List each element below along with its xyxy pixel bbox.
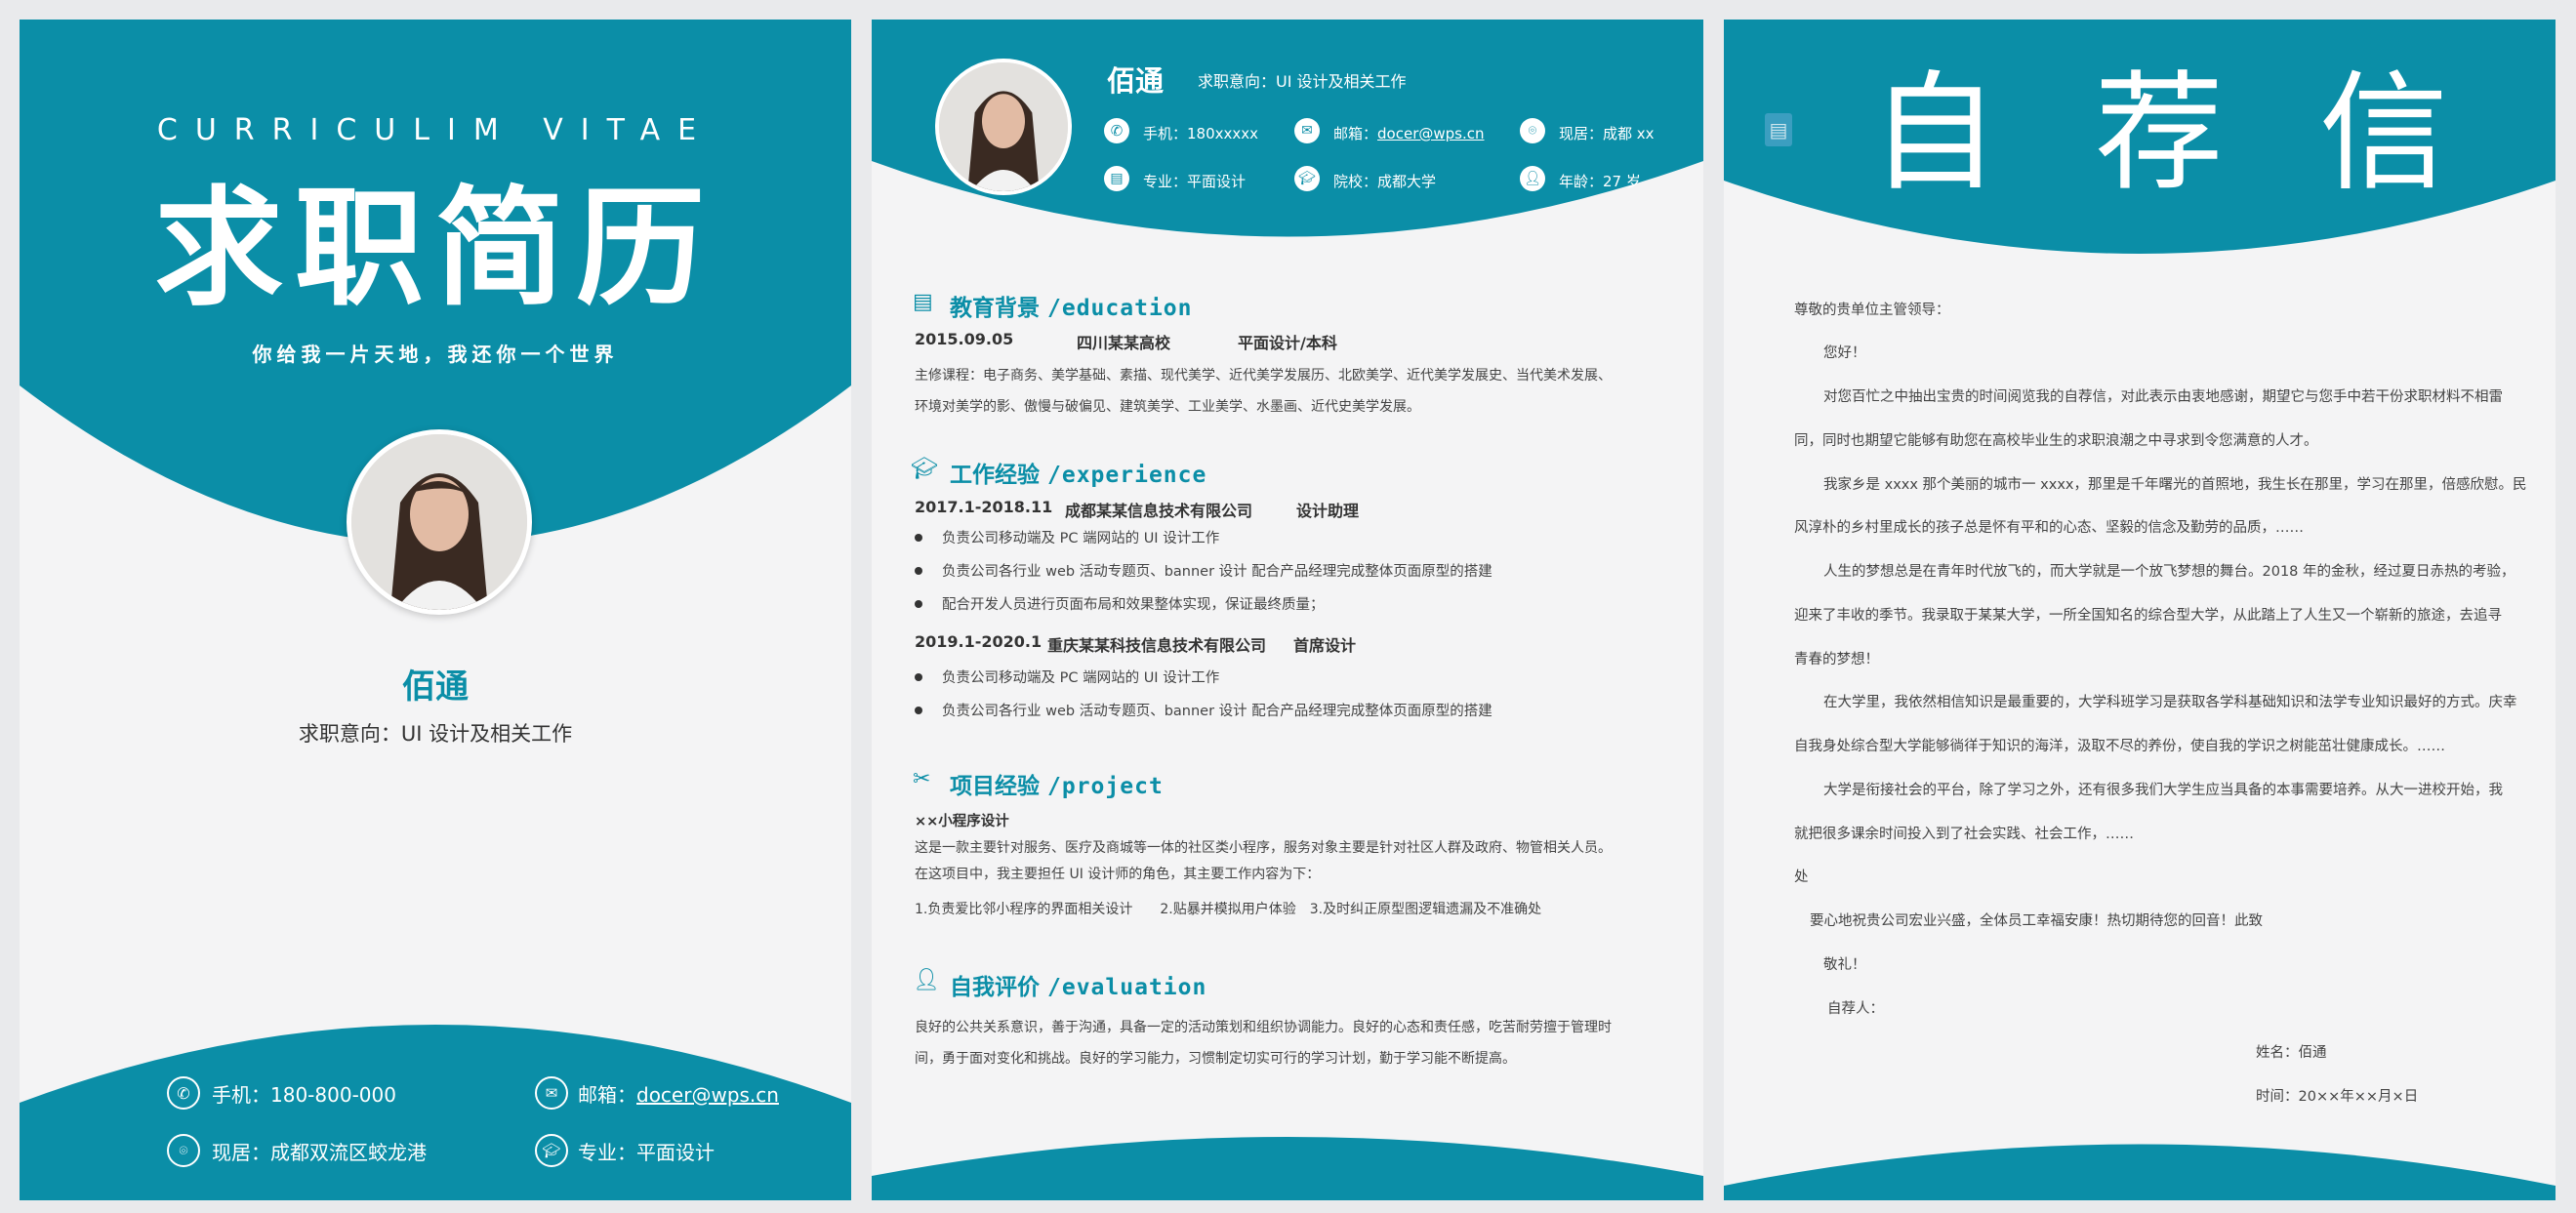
education-courses-2: 环境对美学的影、傲慢与破偏见、建筑美学、工业美学、水墨画、近代史美学发展。 (915, 399, 1420, 415)
resume-age: 年龄：27 岁 (1559, 173, 1641, 190)
letter-line: 在大学里，我依然相信知识是最重要的，大学科班学习是获取各学科基础知识和法学专业知… (1823, 695, 2517, 710)
tools-icon: ✂ (913, 767, 931, 791)
cover-slogan: 你给我一片天地，我还你一个世界 (252, 343, 619, 366)
location-icon: ⌾ (1520, 118, 1545, 143)
letter-background (1724, 20, 2556, 1200)
letter-greeting: 尊敬的贵单位主管领导： (1794, 303, 1950, 318)
job-2-company: 重庆某某科技信息技术有限公司 (1047, 636, 1267, 655)
list-item: 负责公司移动端及 PC 端网站的 UI 设计工作 (914, 667, 1219, 687)
graduation-icon: 🎓︎ (1294, 166, 1320, 191)
letter-line: 对您百忙之中抽出宝贵的时间阅览我的自荐信，对此表示由衷地感谢，期望它与您手中若干… (1823, 389, 2503, 405)
experience-title-cn: 工作经验 (950, 463, 1040, 488)
job-2-date: 2019.1-2020.1 (915, 632, 1043, 651)
document-icon: ▤ (1765, 113, 1792, 146)
letter-line: 青春的梦想！ (1794, 652, 1879, 667)
resume-email: 邮箱：docer@wps.cn (1333, 123, 1484, 143)
resume-school: 院校：成都大学 (1333, 173, 1437, 190)
email-icon: ✉ (1294, 118, 1320, 143)
letter-line: 自荐人： (1827, 1001, 1884, 1017)
avatar (347, 429, 532, 615)
cover-email-label: 邮箱： (578, 1083, 636, 1107)
letter-line: 同，同时也期望它能够有助您在高校毕业生的求职浪潮之中寻求到令您满意的人才。 (1794, 433, 2318, 449)
project-tasks: 1.负责爱比邻小程序的界面相关设计 2.贴暴并模拟用户体验 3.及时纠正原型图逻… (915, 902, 1542, 917)
graduation-icon: 🎓︎ (535, 1134, 568, 1167)
phone-icon: ✆ (1104, 118, 1129, 143)
evaluation-title-en: /evaluation (1047, 975, 1207, 1000)
education-date: 2015.09.05 (915, 330, 1014, 348)
cover-intention: 求职意向：UI 设计及相关工作 (298, 722, 573, 746)
cover-email: 邮箱：docer@wps.cn (578, 1079, 779, 1108)
evaluation-title-cn: 自我评价 (950, 975, 1040, 1000)
letter-signature-date: 时间：20××年××月×日 (2256, 1089, 2419, 1105)
education-title-en: /education (1047, 296, 1193, 321)
letter-line: 风淳朴的乡村里成长的孩子总是怀有平和的心态、坚毅的信念及勤劳的品质，…… (1794, 520, 2304, 536)
book-icon: ▤ (1104, 166, 1129, 191)
job-1-company: 成都某某信息技术有限公司 (1065, 502, 1253, 520)
project-desc-2: 在这项目中，我主要担任 UI 设计师的角色，其主要工作内容为下： (915, 867, 1321, 882)
list-item: 负责公司各行业 web 活动专题页、banner 设计 配合产品经理完成整体页面… (915, 700, 1492, 720)
graduation-cap-icon: 🎓︎ (911, 457, 938, 481)
letter-page: ▤ 自荐信 尊敬的贵单位主管领导： 您好！ 对您百忙之中抽出宝贵的时间阅览我的自… (1724, 20, 2556, 1200)
resume-background (872, 20, 1703, 1200)
cover-address: 现居：成都双流区蛟龙港 (212, 1141, 427, 1164)
education-school: 四川某某高校 (1077, 334, 1171, 352)
letter-line: 我家乡是 xxxx 那个美丽的城市一 xxxx，那里是千年曙光的首照地，我生长在… (1823, 477, 2527, 493)
cover-page: CURRICULIM VITAE 求职简历 你给我一片天地，我还你一个世界 佰通… (20, 20, 851, 1200)
resume-email-link[interactable]: docer@wps.cn (1377, 125, 1485, 142)
letter-line: 大学是衔接社会的平台，除了学习之外，还有很多我们大学生应当具备的本事需要培养。从… (1823, 783, 2503, 798)
project-title-en: /project (1047, 774, 1164, 799)
cover-name: 佰通 (402, 667, 469, 707)
resume-name: 佰通 (1107, 64, 1165, 98)
cover-title: 求职简历 (154, 174, 716, 324)
resume-phone: 手机：180xxxxx (1143, 125, 1259, 142)
email-icon: ✉ (535, 1076, 568, 1110)
letter-line: 要心地祝贵公司宏业兴盛，全体员工幸福安康！热切期待您的回音！此致 (1810, 913, 2263, 929)
education-degree: 平面设计/本科 (1238, 334, 1337, 352)
education-title-cn: 教育背景 (950, 296, 1040, 321)
evaluation-line-2: 间，勇于面对变化和挑战。良好的学习能力，习惯制定切实可行的学习计划，勤于学习能不… (915, 1051, 1516, 1067)
resume-avatar (935, 59, 1072, 195)
list-item: 负责公司移动端及 PC 端网站的 UI 设计工作 (914, 527, 1219, 547)
project-title: 项目经验 /project (950, 767, 1164, 800)
job-1-role: 设计助理 (1296, 502, 1360, 520)
job-1-date: 2017.1-2018.11 (915, 498, 1053, 516)
project-desc-1: 这是一款主要针对服务、医疗及商城等一体的社区类小程序，服务对象主要是针对社区人群… (915, 840, 1612, 856)
person-icon: 👤︎ (1520, 166, 1545, 191)
education-title: 教育背景 /education (950, 289, 1193, 322)
letter-line: 就把很多课余时间投入到了社会实践、社会工作，…… (1794, 827, 2134, 842)
list-item: 配合开发人员进行页面布局和效果整体实现，保证最终质量； (915, 593, 1325, 614)
cover-major: 专业：平面设计 (578, 1141, 715, 1164)
letter-signature-name: 姓名：佰通 (2256, 1045, 2327, 1061)
letter-line: 敬礼！ (1823, 957, 1866, 973)
project-title-cn: 项目经验 (950, 774, 1040, 799)
person-icon: 👤︎ (913, 968, 940, 992)
resume-email-label: 邮箱： (1333, 125, 1378, 142)
experience-title: 工作经验 /experience (950, 456, 1206, 489)
cover-phone: 手机：180-800-000 (212, 1083, 396, 1107)
resume-intention: 求职意向：UI 设计及相关工作 (1198, 72, 1407, 91)
letter-title: 自荐信 (1870, 59, 2544, 209)
project-name: ××小程序设计 (915, 814, 1009, 829)
resume-page: 佰通 求职意向：UI 设计及相关工作 ✆ 手机：180xxxxx ✉ 邮箱：do… (872, 20, 1703, 1200)
resume-major: 专业：平面设计 (1143, 173, 1247, 190)
experience-title-en: /experience (1047, 463, 1207, 488)
cover-background (20, 20, 851, 1200)
education-courses-1: 主修课程：电子商务、美学基础、素描、现代美学、近代美学发展历、北欧美学、近代美学… (915, 368, 1612, 384)
list-item: 负责公司各行业 web 活动专题页、banner 设计 配合产品经理完成整体页面… (915, 560, 1492, 581)
cover-title-en: CURRICULIM VITAE (156, 113, 715, 147)
job-2-role: 首席设计 (1293, 636, 1357, 655)
evaluation-line-1: 良好的公共关系意识，善于沟通，具备一定的活动策划和组织协调能力。良好的心态和责任… (915, 1020, 1612, 1035)
letter-line: 人生的梦想总是在青年时代放飞的，而大学就是一个放飞梦想的舞台。2018 年的金秋… (1823, 564, 2515, 580)
letter-line: 迎来了丰收的季节。我录取于某某大学，一所全国知名的综合型大学，从此踏上了人生又一… (1794, 608, 2502, 624)
cover-email-link[interactable]: docer@wps.cn (636, 1083, 779, 1107)
location-icon: ⌾ (167, 1134, 200, 1167)
evaluation-title: 自我评价 /evaluation (950, 968, 1206, 1001)
letter-line: 自我身处综合型大学能够徜徉于知识的海洋，汲取不尽的养份，使自我的学识之树能茁壮健… (1794, 739, 2445, 754)
document-icon: ▤ (913, 290, 933, 314)
letter-line: 处 (1794, 869, 1809, 885)
letter-hello: 您好！ (1823, 345, 1866, 361)
phone-icon: ✆ (167, 1076, 200, 1110)
resume-address: 现居：成都 xx (1559, 125, 1655, 142)
